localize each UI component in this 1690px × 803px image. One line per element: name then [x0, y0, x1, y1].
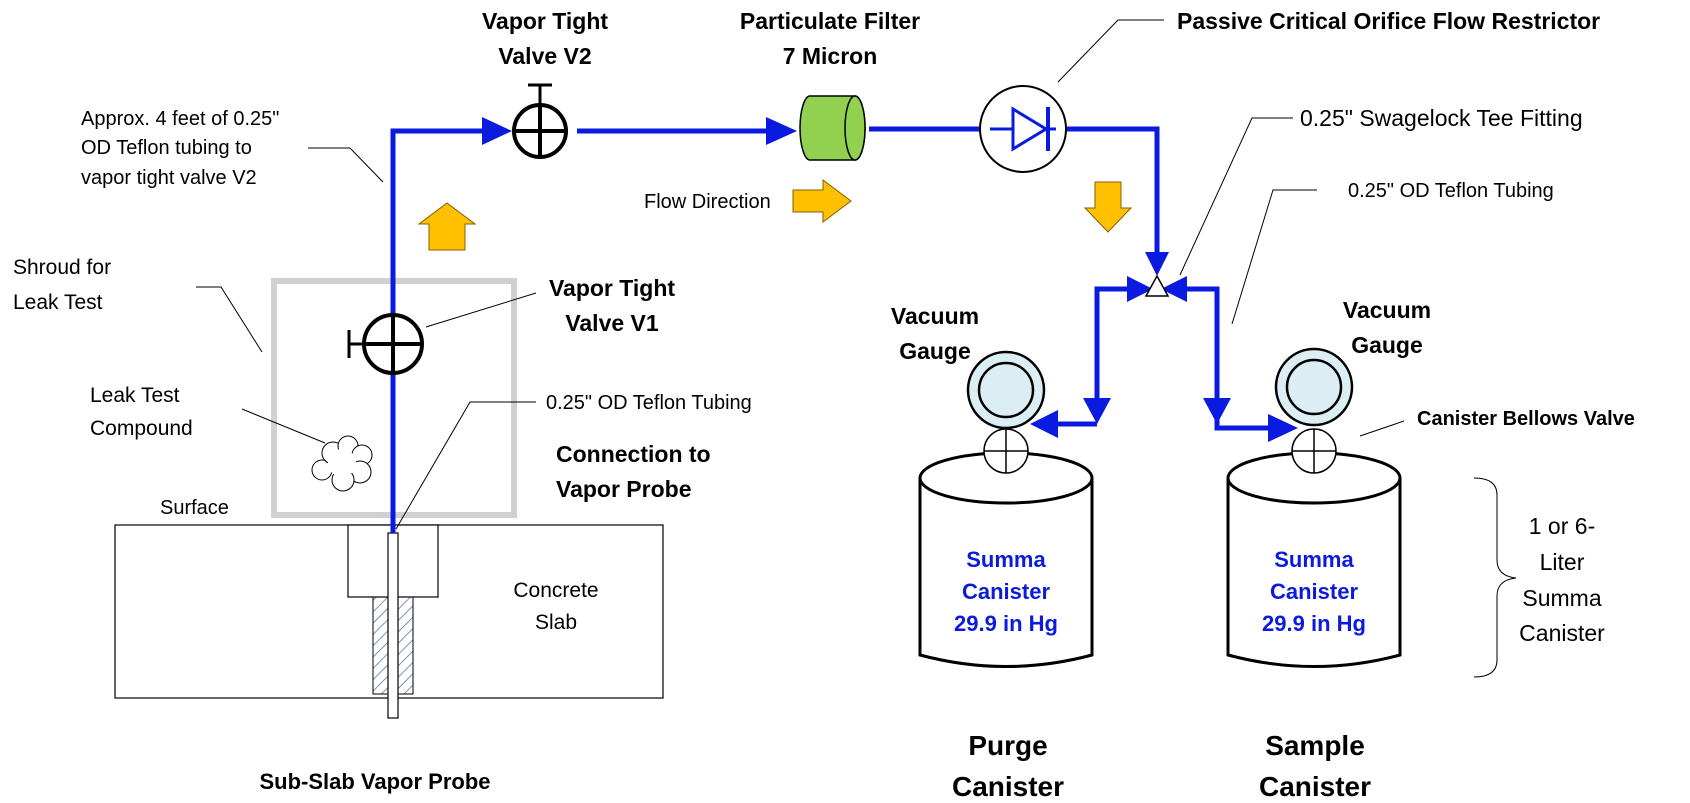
- svg-text:Vacuum: Vacuum: [891, 303, 979, 329]
- sample-canister-label: Sample Canister: [1259, 730, 1371, 802]
- svg-text:Canister: Canister: [1519, 620, 1605, 646]
- svg-text:Vapor Tight: Vapor Tight: [549, 275, 675, 301]
- canister-right-text: Summa Canister 29.9 in Hg: [1262, 547, 1366, 636]
- probe-hatch-left: [372, 596, 389, 695]
- svg-text:7 Micron: 7 Micron: [783, 43, 878, 69]
- bellows-label: Canister Bellows Valve: [1417, 408, 1635, 430]
- svg-text:OD Teflon tubing to: OD Teflon tubing to: [81, 137, 252, 159]
- svg-text:Summa: Summa: [1522, 585, 1601, 611]
- purge-canister-icon: [918, 451, 1094, 668]
- svg-text:Liter: Liter: [1540, 549, 1585, 575]
- svg-text:Summa: Summa: [1274, 547, 1354, 572]
- svg-text:Leak Test: Leak Test: [13, 291, 103, 314]
- svg-text:Leak Test: Leak Test: [90, 384, 180, 407]
- valve-v2-label: Vapor Tight Valve V2: [482, 8, 608, 69]
- svg-text:Canister: Canister: [1259, 771, 1371, 802]
- bellows-valve-right-icon: [1291, 428, 1337, 474]
- connection-label: Connection to Vapor Probe: [556, 441, 711, 502]
- svg-text:29.9 in Hg: 29.9 in Hg: [954, 611, 1058, 636]
- tubing-approx-label: Approx. 4 feet of 0.25" OD Teflon tubing…: [81, 108, 279, 189]
- flow-arrow-up-icon: [417, 202, 477, 251]
- valve-v1-label: Vapor Tight Valve V1: [549, 275, 675, 336]
- tee-fitting-icon: [1144, 274, 1170, 297]
- tee-label: 0.25" Swagelock Tee Fitting: [1300, 105, 1583, 131]
- shroud-label: Shroud for Leak Test: [13, 256, 111, 314]
- flow-arrows: [417, 179, 1133, 251]
- valve-v1-icon: [347, 313, 424, 375]
- leak-compound-label: Leak Test Compound: [90, 384, 193, 440]
- gauge-right-label: Vacuum Gauge: [1343, 297, 1431, 358]
- svg-text:Slab: Slab: [535, 611, 577, 634]
- leader-lines: [196, 19, 1517, 678]
- tubing-arrowheads: [482, 117, 1298, 442]
- svg-text:Valve V1: Valve V1: [565, 310, 659, 336]
- leak-compound-cloud-icon: [311, 435, 373, 492]
- filter-label: Particulate Filter 7 Micron: [740, 8, 920, 69]
- svg-text:vapor tight valve V2: vapor tight valve V2: [81, 167, 257, 189]
- svg-text:Approx. 4 feet of 0.25": Approx. 4 feet of 0.25": [81, 108, 279, 130]
- svg-text:Canister: Canister: [1270, 579, 1358, 604]
- svg-text:Connection to: Connection to: [556, 441, 711, 467]
- svg-text:Concrete: Concrete: [513, 579, 598, 602]
- probe-hatch-right: [397, 596, 414, 695]
- flow-arrow-down-icon: [1083, 181, 1133, 233]
- probe-tube: [387, 532, 399, 719]
- svg-text:Vapor Tight: Vapor Tight: [482, 8, 608, 34]
- flow-arrow-right-icon: [792, 179, 852, 223]
- svg-text:Valve V2: Valve V2: [498, 43, 591, 69]
- purge-canister-label: Purge Canister: [952, 730, 1064, 802]
- vacuum-gauge-left-icon: [966, 350, 1046, 430]
- canister-size-label: 1 or 6- Liter Summa Canister: [1519, 513, 1605, 646]
- gauge-left-label: Vacuum Gauge: [891, 303, 979, 364]
- svg-text:Canister: Canister: [962, 579, 1050, 604]
- valve-v2-icon: [512, 83, 568, 159]
- concrete-label: Concrete Slab: [513, 579, 598, 634]
- svg-text:Gauge: Gauge: [899, 338, 971, 364]
- particulate-filter-icon: [799, 95, 866, 161]
- bellows-valve-left-icon: [983, 428, 1029, 474]
- svg-text:Shroud for: Shroud for: [13, 256, 111, 279]
- svg-text:Compound: Compound: [90, 417, 193, 440]
- svg-text:1 or 6-: 1 or 6-: [1529, 513, 1595, 539]
- restrictor-label: Passive Critical Orifice Flow Restrictor: [1177, 8, 1600, 34]
- tubing-right-label: 0.25" OD Teflon Tubing: [1348, 180, 1554, 202]
- flow-direction-label: Flow Direction: [644, 191, 771, 213]
- svg-text:Sample: Sample: [1265, 730, 1365, 761]
- svg-text:29.9 in Hg: 29.9 in Hg: [1262, 611, 1366, 636]
- svg-text:Summa: Summa: [966, 547, 1046, 572]
- tubing-probe-label: 0.25" OD Teflon Tubing: [546, 392, 752, 414]
- surface-label: Surface: [160, 497, 229, 519]
- svg-text:Gauge: Gauge: [1351, 332, 1423, 358]
- canister-left-text: Summa Canister 29.9 in Hg: [954, 547, 1058, 636]
- svg-text:Canister: Canister: [952, 771, 1064, 802]
- flow-restrictor-icon: [979, 85, 1067, 173]
- probe-title: Sub-Slab Vapor Probe: [259, 769, 490, 794]
- svg-text:Purge: Purge: [968, 730, 1047, 761]
- svg-text:Vacuum: Vacuum: [1343, 297, 1431, 323]
- vacuum-gauge-right-icon: [1274, 347, 1354, 427]
- svg-text:Particulate Filter: Particulate Filter: [740, 8, 920, 34]
- svg-text:Vapor Probe: Vapor Probe: [556, 476, 691, 502]
